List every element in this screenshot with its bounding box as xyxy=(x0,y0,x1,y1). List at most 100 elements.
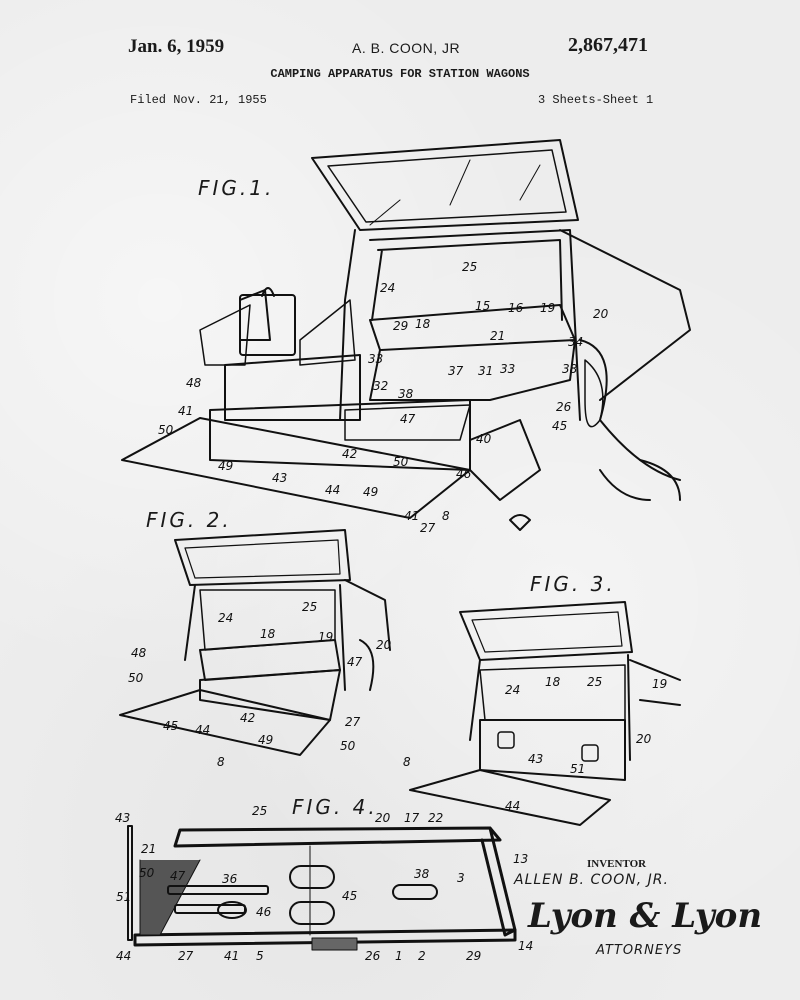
ref-label: 51 xyxy=(570,762,585,776)
ref-label: 41 xyxy=(404,509,419,523)
ref-label: 41 xyxy=(178,404,193,418)
ref-label: 48 xyxy=(186,376,202,390)
ref-label: 49 xyxy=(363,485,378,499)
ref-label: 50 xyxy=(139,866,155,880)
fig4-drawing xyxy=(127,825,517,951)
ref-label: 25 xyxy=(462,260,477,274)
ref-label: 2 xyxy=(418,949,426,963)
ref-label: 50 xyxy=(128,671,144,685)
ref-label: 50 xyxy=(158,423,174,437)
ref-label: 21 xyxy=(490,329,505,343)
inventor-name: ALLEN B. COON, JR. xyxy=(514,872,669,888)
inventor-label: INVENTOR xyxy=(587,858,647,870)
fig3-drawing xyxy=(409,601,681,826)
ref-label: 18 xyxy=(545,675,561,689)
ref-label: 45 xyxy=(552,419,567,433)
ref-label: 20 xyxy=(636,732,652,746)
fig2-label: FIG. 2. xyxy=(146,508,232,532)
patent-date: Jan. 6, 1959 xyxy=(128,36,225,57)
ref-label: 43 xyxy=(272,471,287,485)
ref-label: 40 xyxy=(476,432,492,446)
ref-label: 26 xyxy=(556,400,572,414)
ref-label: 8 xyxy=(442,509,450,523)
ref-label: 51 xyxy=(116,890,131,904)
ref-label: 37 xyxy=(448,364,464,378)
ref-label: 8 xyxy=(403,755,411,769)
ref-label: 1 xyxy=(395,949,403,963)
ref-label: 49 xyxy=(218,459,233,473)
ref-label: 21 xyxy=(141,842,156,856)
fig4-label: FIG. 4. xyxy=(292,795,378,819)
sheet-count: 3 Sheets-Sheet 1 xyxy=(538,93,654,107)
ref-label: 47 xyxy=(347,655,363,669)
ref-label: 19 xyxy=(652,677,667,691)
patent-title: CAMPING APPARATUS FOR STATION WAGONS xyxy=(270,67,530,81)
ref-label: 31 xyxy=(478,364,493,378)
ref-label: 22 xyxy=(428,811,443,825)
ref-label: 44 xyxy=(505,799,520,813)
ref-label: 45 xyxy=(163,719,178,733)
ref-label: 14 xyxy=(518,939,533,953)
attorney-signature: Lyon & Lyon xyxy=(528,896,763,936)
ref-label: 18 xyxy=(415,317,431,331)
ref-label: 29 xyxy=(466,949,481,963)
ref-label: 25 xyxy=(252,804,267,818)
ref-label: 41 xyxy=(224,949,239,963)
ref-label: 42 xyxy=(342,447,357,461)
fig3-label: FIG. 3. xyxy=(530,572,616,596)
ref-label: 47 xyxy=(400,412,416,426)
ref-label: 27 xyxy=(178,949,194,963)
filed-date: Filed Nov. 21, 1955 xyxy=(130,93,267,107)
ref-label: 16 xyxy=(508,301,524,315)
fig2-drawing xyxy=(119,529,391,756)
ref-label: 27 xyxy=(345,715,361,729)
ref-label: 48 xyxy=(131,646,147,660)
ref-label: 25 xyxy=(587,675,602,689)
inventor-header: A. B. COON, JR xyxy=(352,40,461,56)
ref-label: 38 xyxy=(398,387,414,401)
attorneys-label: ATTORNEYS xyxy=(596,943,683,958)
ref-label: 29 xyxy=(393,319,408,333)
ref-label: 46 xyxy=(256,905,272,919)
ref-label: 24 xyxy=(380,281,395,295)
ref-label: 38 xyxy=(414,867,430,881)
ref-label: 36 xyxy=(222,872,238,886)
ref-label: 49 xyxy=(258,733,273,747)
ref-label: 20 xyxy=(376,638,392,652)
ref-label: 44 xyxy=(116,949,131,963)
ref-label: 43 xyxy=(115,811,130,825)
ref-label: 5 xyxy=(256,949,264,963)
ref-label: 50 xyxy=(393,455,409,469)
ref-label: 44 xyxy=(195,723,210,737)
ref-label: 13 xyxy=(513,852,528,866)
ref-label: 24 xyxy=(505,683,520,697)
ref-label: 20 xyxy=(593,307,609,321)
ref-label: 42 xyxy=(240,711,255,725)
ref-label: 43 xyxy=(528,752,543,766)
ref-label: 19 xyxy=(318,630,333,644)
fig1-label: FIG.1. xyxy=(198,176,275,200)
ref-label: 50 xyxy=(340,739,356,753)
patent-number: 2,867,471 xyxy=(568,34,648,56)
ref-label: 34 xyxy=(568,335,583,349)
ref-label: 24 xyxy=(218,611,233,625)
ref-label: 32 xyxy=(373,379,388,393)
ref-label: 33 xyxy=(500,362,515,376)
ref-label: 44 xyxy=(325,483,340,497)
ref-label: 27 xyxy=(420,521,436,535)
ref-label: 20 xyxy=(375,811,391,825)
ref-label: 25 xyxy=(302,600,317,614)
ref-label: 18 xyxy=(260,627,276,641)
ref-label: 15 xyxy=(475,299,490,313)
ref-label: 8 xyxy=(217,755,225,769)
ref-label: 46 xyxy=(456,467,472,481)
ref-label: 17 xyxy=(404,811,420,825)
ref-label: 19 xyxy=(540,301,555,315)
ref-label: 26 xyxy=(365,949,381,963)
ref-label: 47 xyxy=(170,869,186,883)
fig1-drawing xyxy=(121,139,691,531)
ref-label: 33 xyxy=(368,352,383,366)
